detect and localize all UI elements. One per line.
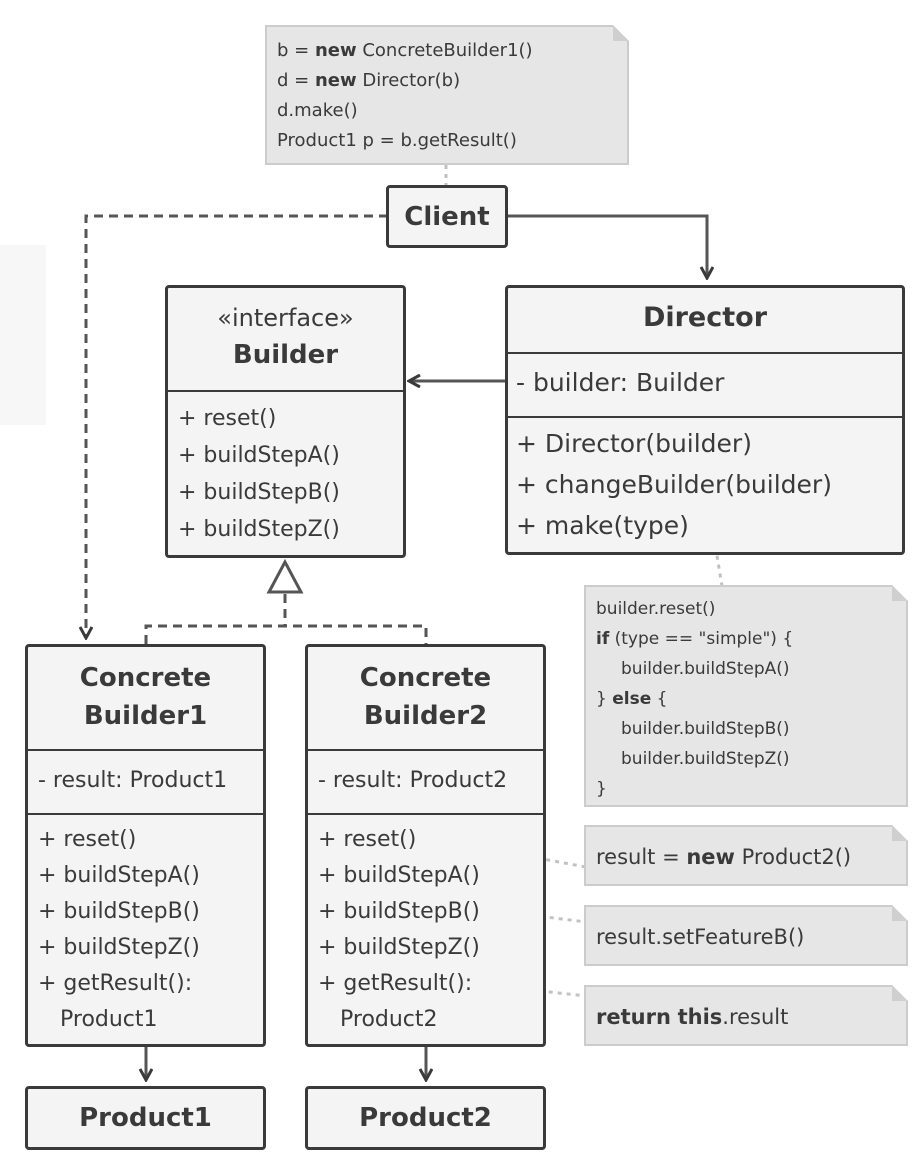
reset-code-note: result = new Product2() bbox=[584, 825, 908, 886]
builder-method: + buildStepZ() bbox=[178, 517, 340, 542]
cb2-title-line: Builder2 bbox=[363, 701, 488, 731]
cb1-method: + buildStepZ() bbox=[38, 935, 200, 960]
note-line: Product1 p = b.getResult() bbox=[277, 130, 517, 151]
cb2-method-return: Product2 bbox=[340, 1007, 438, 1032]
cb2-methods: + reset() + buildStepA() + buildStepB() … bbox=[308, 813, 543, 1038]
note-line: d = new Director(b) bbox=[277, 70, 461, 91]
note-line: builder.buildStepB() bbox=[621, 719, 790, 739]
builder-method: + reset() bbox=[178, 406, 277, 431]
director-method: + make(type) bbox=[516, 511, 689, 540]
cb2-field: - result: Product2 bbox=[308, 749, 543, 813]
note-line: builder.reset() bbox=[596, 599, 716, 619]
note-fold-icon bbox=[892, 585, 908, 601]
director-field: - builder: Builder bbox=[508, 352, 902, 416]
director-methods: + Director(builder) + changeBuilder(buil… bbox=[508, 416, 902, 552]
client-to-cb1-dependency bbox=[86, 214, 388, 638]
cb1-method: + buildStepA() bbox=[38, 863, 200, 888]
product1-label: Product1 bbox=[79, 1103, 212, 1133]
cb1-title-line: Concrete bbox=[79, 663, 212, 693]
cb2-method: + buildStepZ() bbox=[318, 935, 480, 960]
cb2-method: + buildStepB() bbox=[318, 899, 480, 924]
concrete-builder2-class: Concrete Builder2 - result: Product2 + r… bbox=[305, 644, 546, 1047]
realization-triangle bbox=[266, 558, 304, 594]
note-fold-icon bbox=[613, 25, 629, 41]
note-line: builder.buildStepZ() bbox=[621, 749, 790, 769]
builder-interface: «interface» Builder + reset() + buildSte… bbox=[165, 285, 406, 558]
director-class: Director - builder: Builder + Director(b… bbox=[505, 285, 905, 555]
note-line: b = new ConcreteBuilder1() bbox=[277, 40, 533, 61]
note-line: } else { bbox=[596, 689, 668, 709]
note-fold-icon bbox=[892, 825, 908, 841]
cb1-field: - result: Product1 bbox=[28, 749, 263, 813]
concrete-builder1-class: Concrete Builder1 - result: Product1 + r… bbox=[25, 644, 266, 1047]
builder-method: + buildStepB() bbox=[178, 480, 340, 505]
cb2-method: + getResult(): bbox=[318, 971, 473, 996]
director-title: Director bbox=[642, 302, 768, 333]
cb2-title-line: Concrete bbox=[359, 663, 492, 693]
note-line: } bbox=[596, 779, 607, 799]
note-line: builder.buildStepA() bbox=[621, 659, 790, 679]
cb2-method: + buildStepA() bbox=[318, 863, 480, 888]
builder-stereotype: «interface» bbox=[217, 304, 354, 332]
note-line: d.make() bbox=[277, 100, 358, 121]
cb2-method: + reset() bbox=[318, 827, 417, 852]
cb1-method: + reset() bbox=[38, 827, 137, 852]
director-method: + changeBuilder(builder) bbox=[516, 470, 832, 499]
cb1-method: + getResult(): bbox=[38, 971, 193, 996]
client-class: Client bbox=[386, 185, 508, 248]
cb1-title-line: Builder1 bbox=[83, 701, 208, 731]
getresult-code-note: return this.result bbox=[584, 985, 908, 1046]
note-fold-icon bbox=[892, 905, 908, 921]
product2-class: Product2 bbox=[305, 1086, 546, 1150]
client-to-director-association bbox=[506, 214, 707, 278]
builder-method: + buildStepA() bbox=[178, 443, 340, 468]
director-method: + Director(builder) bbox=[516, 429, 752, 458]
make-code-note: builder.reset() if (type == "simple") { … bbox=[584, 585, 908, 807]
note-fold-icon bbox=[892, 985, 908, 1001]
background-panel bbox=[0, 245, 46, 425]
realization-lines bbox=[144, 594, 428, 644]
cb1-methods: + reset() + buildStepA() + buildStepB() … bbox=[28, 813, 263, 1038]
cb1-header: Concrete Builder1 bbox=[28, 647, 263, 749]
cb2-header: Concrete Builder2 bbox=[308, 647, 543, 749]
product2-label: Product2 bbox=[359, 1103, 492, 1133]
builder-methods: + reset() + buildStepA() + buildStepB() … bbox=[168, 390, 403, 548]
product1-class: Product1 bbox=[25, 1086, 266, 1150]
cb1-method-return: Product1 bbox=[60, 1007, 158, 1032]
note-line: if (type == "simple") { bbox=[596, 629, 794, 649]
client-label: Client bbox=[404, 201, 490, 232]
client-code-note: b = new ConcreteBuilder1() d = new Direc… bbox=[265, 25, 629, 165]
stepb-code-note: result.setFeatureB() bbox=[584, 905, 908, 966]
builder-header: «interface» Builder bbox=[168, 288, 403, 390]
cb1-method: + buildStepB() bbox=[38, 899, 200, 924]
builder-title: Builder bbox=[232, 340, 339, 370]
